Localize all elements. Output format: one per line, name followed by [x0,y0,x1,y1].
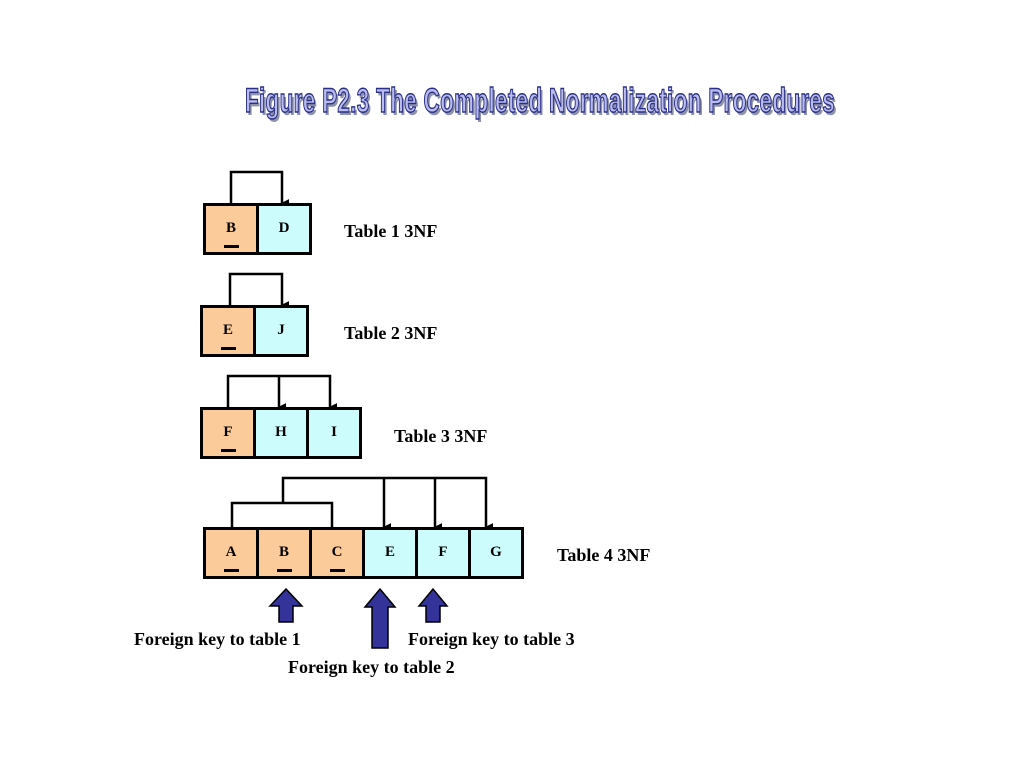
primary-key-underline [330,569,345,572]
table4-cell-a: A [206,530,259,576]
fk-arrow-table3 [417,587,449,623]
cell-label: J [277,322,285,338]
table2-cell-e: E [203,308,256,354]
table2-row: E J [200,305,309,357]
cell-label: E [384,544,395,560]
table3-label: Table 3 3NF [394,426,488,446]
table3-cell-i: I [309,410,359,456]
table3-row: F H I [200,407,362,459]
table1-row: B D [203,203,312,255]
cell-label: E [222,322,233,338]
cell-label: F [438,544,448,560]
table1-cell-d: D [259,206,309,252]
table4-cell-b: B [259,530,312,576]
cell-label: B [225,220,236,236]
table4-label: Table 4 3NF [557,545,651,565]
table2-label: Table 2 3NF [344,323,438,343]
fk-label-table3: Foreign key to table 3 [408,629,575,649]
fk-label-table1: Foreign key to table 1 [134,629,301,649]
primary-key-underline [277,569,292,572]
cell-label: D [278,220,290,236]
table2-dependency-arrow [228,272,290,309]
primary-key-underline [224,569,239,572]
fk-arrow-table2 [363,587,397,649]
table3-dependency-arrow [226,374,338,411]
table4-row: A B C E F G [203,527,524,579]
cell-label: B [278,544,289,560]
cell-label: H [275,424,287,440]
fk-label-table2: Foreign key to table 2 [288,657,455,677]
table4-cell-g: G [471,530,521,576]
cell-label: C [331,544,343,560]
table2-cell-j: J [256,308,306,354]
table4-cell-c: C [312,530,365,576]
cell-label: F [223,424,233,440]
table4-dependency-arrow [281,476,494,531]
primary-key-underline [221,347,236,350]
figure-title: Figure P2.3 The Completed Normalization … [244,81,836,120]
cell-label: G [490,544,502,560]
cell-label: A [225,544,237,560]
table4-partial-dependency-line [230,501,334,529]
fk-arrow-table1 [268,587,304,623]
cell-label: I [331,424,337,440]
table3-cell-h: H [256,410,309,456]
primary-key-underline [221,449,236,452]
table1-label: Table 1 3NF [344,221,438,241]
table1-dependency-arrow [229,170,290,207]
table1-cell-b: B [206,206,259,252]
table4-cell-f: F [418,530,471,576]
table3-cell-f: F [203,410,256,456]
primary-key-underline [224,245,239,248]
table4-cell-e: E [365,530,418,576]
